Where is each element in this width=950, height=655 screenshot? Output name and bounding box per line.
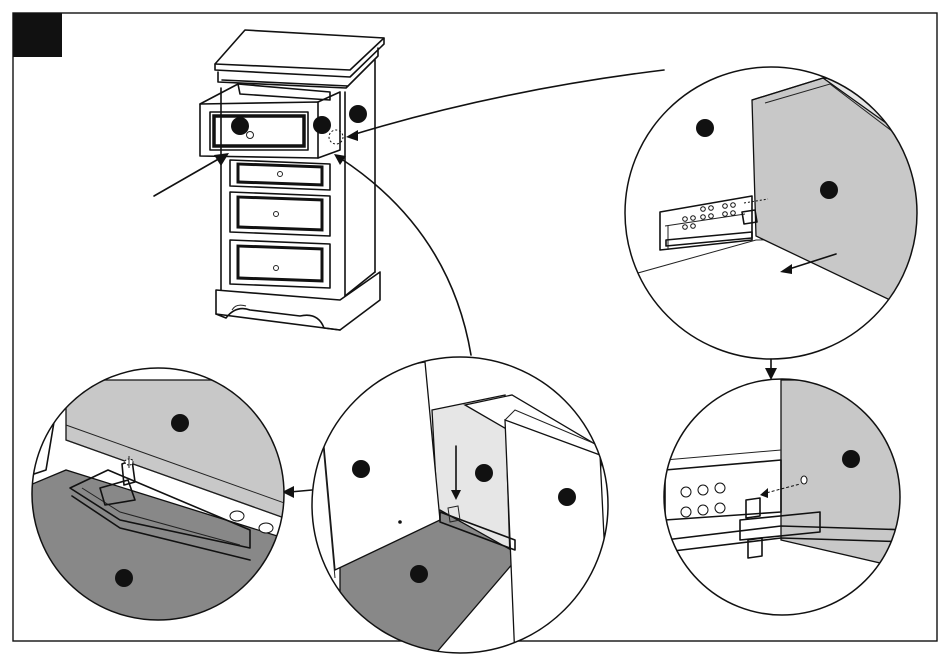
- connector-line: [352, 70, 664, 135]
- slide-lock-detail: [660, 375, 910, 625]
- part-dot: [171, 414, 189, 432]
- part-dot: [352, 460, 370, 478]
- cabinet-overview: [154, 30, 384, 330]
- part-dot: [842, 450, 860, 468]
- step-marker: [13, 13, 62, 57]
- connector-line: [340, 158, 471, 355]
- part-dot: [410, 565, 428, 583]
- slide-clip-detail: [30, 365, 290, 625]
- drawer-insertion-detail: [310, 355, 610, 655]
- part-dot: [475, 464, 493, 482]
- part-dot: [820, 181, 838, 199]
- drawer-slide-release-detail: [620, 60, 930, 370]
- part-dot: [115, 569, 133, 587]
- part-dot: [696, 119, 714, 137]
- part-dot: [349, 105, 367, 123]
- part-dot: [558, 488, 576, 506]
- part-dot: [313, 116, 331, 134]
- part-dot: [231, 117, 249, 135]
